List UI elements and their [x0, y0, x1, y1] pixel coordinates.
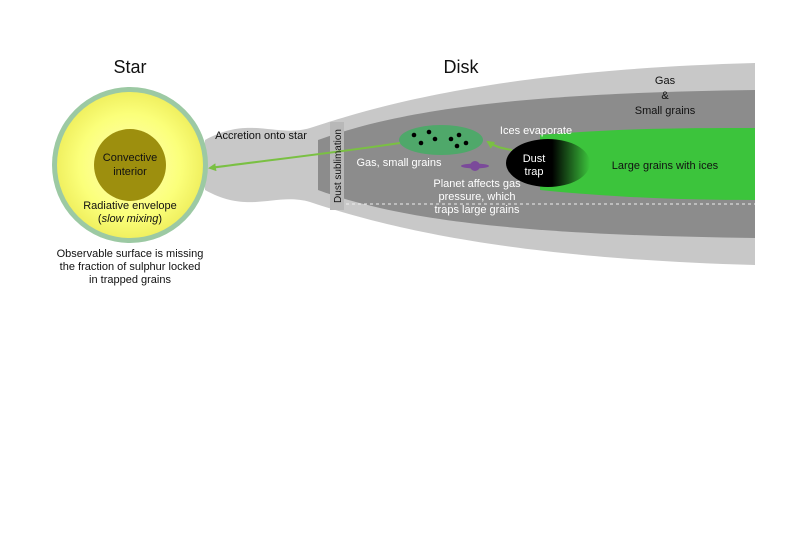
- heading-star: Star: [113, 57, 146, 77]
- core-label-line1: Convective: [103, 152, 157, 164]
- dust-sublimation-bar: [330, 122, 344, 210]
- observable-note-line1: Observable surface is missing: [57, 248, 204, 260]
- planet-icon: [461, 161, 489, 171]
- heading-disk: Disk: [444, 57, 480, 77]
- outer-gas-label-line2: &: [661, 90, 669, 102]
- dust-sublimation-label: Dust sublimation: [333, 129, 344, 203]
- planet-label-line2: pressure, which: [438, 191, 515, 203]
- outer-gas-label-line1: Gas: [655, 75, 676, 87]
- core-label-line2: interior: [113, 166, 147, 178]
- planet-label-line3: traps large grains: [435, 204, 520, 216]
- ices-evaporate-arrow: [486, 140, 513, 151]
- dust-trap-label-line1: Dust: [523, 153, 546, 165]
- large-grains-zone: [540, 128, 755, 200]
- star-convective-interior: [94, 129, 166, 201]
- planet-label-line1: Planet affects gas: [433, 178, 521, 190]
- ices-evaporate-label: Ices evaporate: [500, 125, 572, 137]
- envelope-label-line2: (slow mixing): [98, 213, 162, 225]
- observable-note-line2: the fraction of sulphur locked: [60, 261, 201, 273]
- grain-dots: [411, 129, 469, 149]
- accretion-arrow: [208, 142, 401, 172]
- gas-small-grains-label: Gas, small grains: [357, 157, 442, 169]
- outer-gas-label-line3: Small grains: [635, 105, 696, 117]
- gas-small-grains-blob: [399, 125, 483, 155]
- dust-trap: [506, 139, 590, 187]
- envelope-label-line1: Radiative envelope: [83, 200, 177, 212]
- large-grains-label: Large grains with ices: [612, 160, 719, 172]
- observable-note-line3: in trapped grains: [89, 274, 171, 286]
- dust-trap-label-line2: trap: [525, 166, 544, 178]
- accretion-label: Accretion onto star: [215, 130, 307, 142]
